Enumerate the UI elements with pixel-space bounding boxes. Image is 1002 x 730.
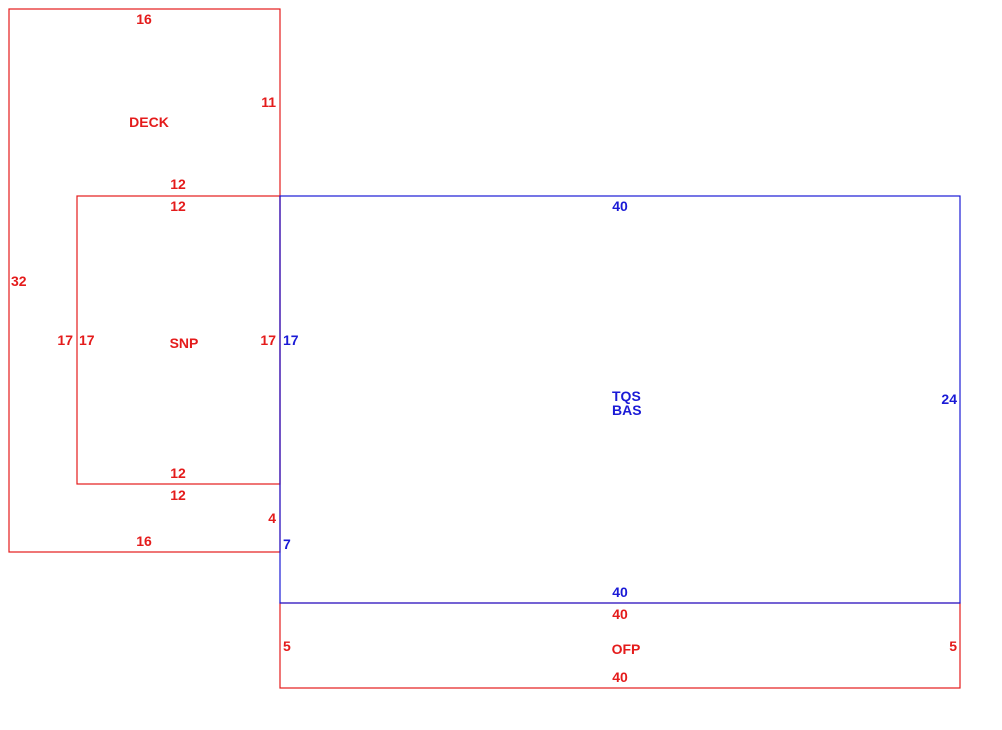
ofp-top-dimension: 40 <box>612 606 628 622</box>
ofp-left-dimension: 5 <box>283 638 291 654</box>
snp-left-inner-dimension: 17 <box>79 332 95 348</box>
ofp-label: OFP <box>612 641 641 657</box>
main-bottom-dimension: 40 <box>612 584 628 600</box>
main-label-tqs: TQS <box>612 388 641 404</box>
deck-bottom-dimension: 16 <box>136 533 152 549</box>
ofp-bottom-dimension: 40 <box>612 669 628 685</box>
deck-outline <box>8 8 281 553</box>
main-left-dimension: 17 <box>283 332 299 348</box>
main-top-dimension: 40 <box>612 198 628 214</box>
main-right-dimension: 24 <box>941 391 957 407</box>
main-area-outline <box>279 195 961 604</box>
snp-label: SNP <box>170 335 199 351</box>
deck-label: DECK <box>129 114 169 130</box>
deck-right-lower-dimension: 4 <box>268 510 276 526</box>
snp-left-outer-dimension: 17 <box>57 332 73 348</box>
ofp-right-dimension: 5 <box>949 638 957 654</box>
main-label-bas: BAS <box>612 402 642 418</box>
snp-top-inner-dimension: 12 <box>170 198 186 214</box>
snp-top-outer-dimension: 12 <box>170 176 186 192</box>
deck-left-dimension: 32 <box>11 273 27 289</box>
snp-right-dimension: 17 <box>260 332 276 348</box>
snp-bottom-outer-dimension: 12 <box>170 487 186 503</box>
main-left-lower-dimension: 7 <box>283 536 291 552</box>
snp-bottom-inner-dimension: 12 <box>170 465 186 481</box>
deck-right-upper-dimension: 11 <box>261 94 276 110</box>
deck-top-dimension: 16 <box>136 11 152 27</box>
